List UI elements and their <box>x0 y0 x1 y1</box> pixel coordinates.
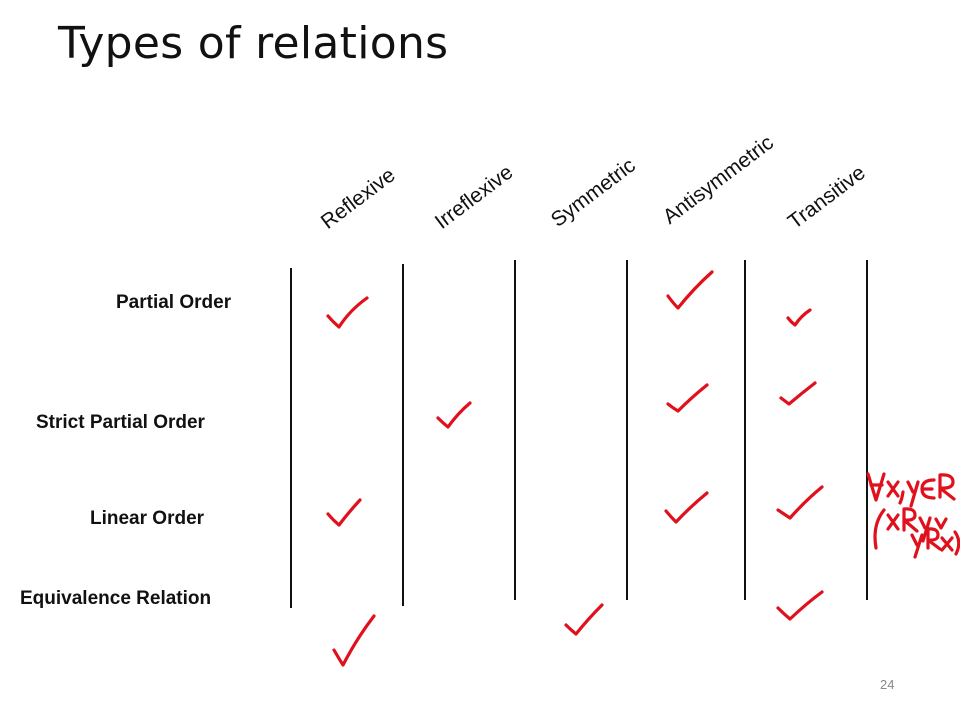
checkmark-icon <box>666 270 714 310</box>
row-label-linear-order: Linear Order <box>90 508 205 529</box>
checkmark-icon <box>564 603 604 636</box>
checkmark-icon <box>326 296 369 329</box>
checkmark-icon <box>326 498 362 527</box>
checkmark-icon <box>332 614 376 667</box>
checkmark-icon <box>436 401 472 429</box>
slide-title: Types of relations <box>58 18 449 69</box>
page-number: 24 <box>880 677 895 692</box>
row-label-equivalence-relation: Equivalence Relation <box>20 588 212 609</box>
column-divider <box>514 260 516 600</box>
row-label-partial-order: Partial Order <box>116 292 232 313</box>
column-divider <box>290 268 292 608</box>
checkmark-icon <box>776 590 824 621</box>
checkmark-icon <box>786 308 812 327</box>
column-divider <box>626 260 628 600</box>
column-divider <box>402 264 404 606</box>
column-divider <box>866 260 868 600</box>
checkmark-icon <box>776 485 824 520</box>
checkmark-icon <box>779 381 817 406</box>
row-label-strict-partial-order: Strict Partial Order <box>36 412 205 433</box>
checkmark-icon <box>664 491 709 524</box>
checkmark-icon <box>666 383 709 413</box>
column-divider <box>744 260 746 600</box>
